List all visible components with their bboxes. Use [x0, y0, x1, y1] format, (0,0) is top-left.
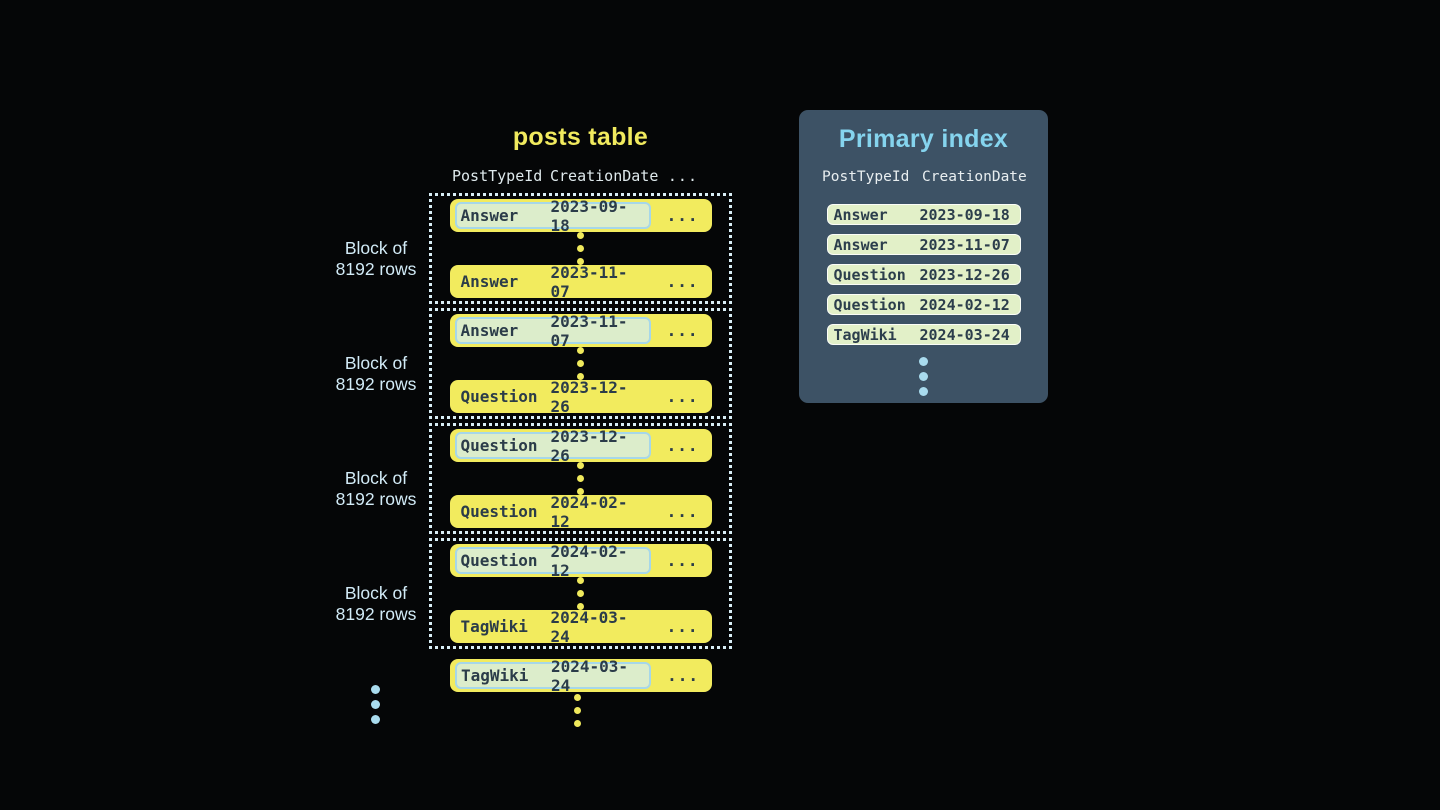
block-4: Question 2024-02-12 ... TagWiki 2024-03-… — [429, 538, 732, 649]
omitted-rows-dots — [577, 232, 584, 265]
row-ellipsis: ... — [666, 551, 699, 570]
indexed-row-highlight: Question 2024-02-12 — [454, 542, 651, 580]
row-ellipsis: ... — [666, 387, 699, 406]
block-label-3: Block of 8192 rows — [335, 468, 417, 509]
block-2: Answer 2023-11-07 ... Question 2023-12-2… — [429, 308, 732, 419]
block-3: Question 2023-12-26 ... Question 2024-02… — [429, 423, 732, 534]
row-ellipsis: ... — [666, 502, 699, 521]
omitted-rows-dots — [577, 347, 584, 380]
index-header-creationdate: CreationDate — [922, 169, 1027, 185]
row-ellipsis: ... — [666, 206, 699, 225]
index-entry: Answer 2023-11-07 — [826, 234, 1021, 255]
index-entry: Question 2024-02-12 — [826, 294, 1021, 315]
indexed-row-highlight: Answer 2023-11-07 — [454, 312, 651, 350]
primary-index-title: Primary index — [838, 125, 1009, 153]
row-ellipsis: ... — [666, 321, 699, 340]
block-label-2: Block of 8192 rows — [335, 353, 417, 394]
table-row: Question 2024-02-12 ... — [449, 493, 712, 531]
table-row: Question 2023-12-26 ... — [449, 378, 712, 416]
table-row: Answer 2023-09-18 ... — [449, 197, 712, 235]
index-entry: TagWiki 2024-03-24 — [826, 324, 1021, 345]
block-label-1: Block of 8192 rows — [335, 238, 417, 279]
block-1: Answer 2023-09-18 ... Answer 2023-11-07 … — [429, 193, 732, 304]
table-row: Answer 2023-11-07 ... — [449, 263, 712, 301]
more-blocks-dots — [371, 685, 380, 724]
column-header-ellipsis: ... — [667, 167, 698, 185]
more-rows-dots — [574, 694, 581, 727]
posts-table-title: posts table — [512, 123, 649, 151]
row-ellipsis: ... — [667, 666, 699, 685]
row-ellipsis: ... — [666, 436, 699, 455]
column-header-posttypeid: PostTypeId — [452, 167, 543, 185]
next-block-first-row: TagWiki 2024-03-24 ... — [450, 657, 712, 695]
index-entry: Answer 2023-09-18 — [826, 204, 1021, 225]
table-row: TagWiki 2024-03-24 ... — [449, 608, 712, 646]
table-row: Answer 2023-11-07 ... — [449, 312, 712, 350]
table-row: Question 2023-12-26 ... — [449, 427, 712, 465]
indexed-row-highlight: TagWiki 2024-03-24 — [455, 657, 651, 695]
row-ellipsis: ... — [666, 617, 699, 636]
index-header-posttypeid: PostTypeId — [822, 169, 910, 185]
primary-index-column-header: PostTypeId CreationDate — [799, 168, 1048, 186]
table-row: Question 2024-02-12 ... — [449, 542, 712, 580]
indexed-row-highlight: Question 2023-12-26 — [454, 427, 651, 465]
indexed-row-highlight: Answer 2023-09-18 — [454, 197, 651, 235]
omitted-rows-dots — [577, 462, 584, 495]
block-label-4: Block of 8192 rows — [335, 583, 417, 624]
omitted-rows-dots — [577, 577, 584, 610]
primary-index-panel: Primary index PostTypeId CreationDate An… — [799, 110, 1048, 403]
index-entry: Question 2023-12-26 — [826, 264, 1021, 285]
row-ellipsis: ... — [666, 272, 699, 291]
more-index-entries-dots — [799, 357, 1048, 396]
column-header-creationdate: CreationDate — [550, 167, 659, 185]
posts-table-column-header: PostTypeId CreationDate ... — [450, 167, 712, 185]
